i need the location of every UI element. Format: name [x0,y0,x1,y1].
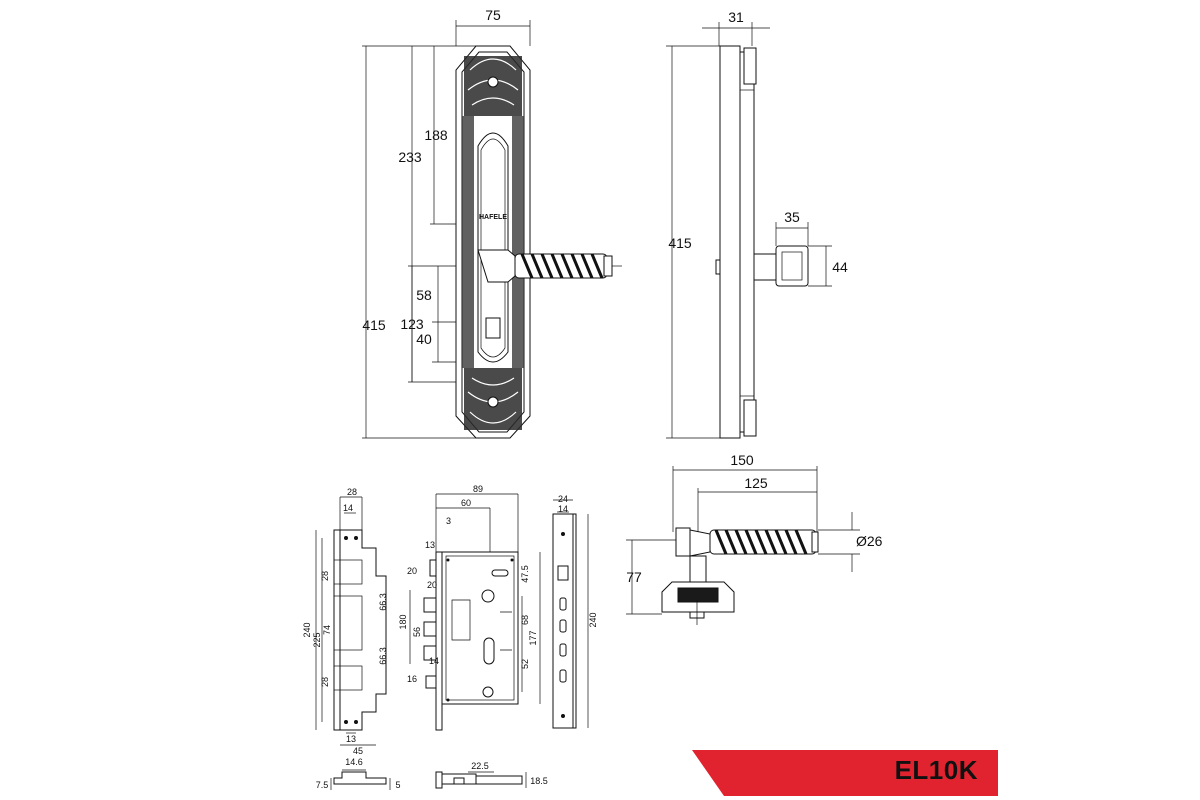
dim-lock-89: 89 [473,484,483,494]
dim-lock-3: 3 [446,516,451,526]
dim-strike-66-3a: 66.3 [378,593,388,611]
dim-strike-240: 240 [302,622,312,637]
dim-face-14: 14 [558,504,568,514]
dim-strike-74: 74 [322,625,332,635]
dim-lock-177: 177 [528,630,538,645]
dim-handle-height: 77 [626,569,642,585]
dim-spindle-height: 44 [832,259,848,275]
dim-strike-28: 28 [347,487,357,497]
dim-strike-14: 14 [343,503,353,513]
dim-handle-grip: 125 [744,475,768,491]
dim-profile-7-5: 7.5 [316,780,329,790]
dim-58: 58 [416,287,432,303]
dim-strike-28b: 28 [320,677,330,687]
dim-123: 123 [400,316,424,332]
front-view: 75 415 233 188 58 123 40 25 [362,7,622,439]
strike-plate: 28 14 28 28 66.3 66.3 240 225 74 13 45 [302,487,388,756]
face-plate: 24 14 240 [552,494,598,729]
dim-lock-20b: 20 [427,580,437,590]
dim-profile-5: 5 [395,780,400,790]
lever-handle-front [477,249,622,283]
dim-profile-14-6: 14.6 [345,757,363,767]
dim-lock-47-5: 47.5 [520,565,530,583]
brand-mark: HAFELE [479,214,507,221]
dim-front-height-415: 415 [362,317,386,333]
side-view: 31 415 35 44 [666,9,848,439]
bottom-profiles: 14.6 7.5 5 22.5 18.5 [316,757,548,790]
lock-body: 89 60 3 13 20 20 47.5 180 56 68 [398,484,541,731]
ornament-bottom [464,368,522,430]
dim-front-width: 75 [485,7,501,23]
handle-view: 150 125 Ø26 77 [626,452,883,625]
dim-side-height: 415 [668,235,692,251]
dim-strike-66-3b: 66.3 [378,647,388,665]
dim-lock-60: 60 [461,498,471,508]
dim-lock-14: 14 [429,656,439,666]
dim-face-24: 24 [558,494,568,504]
dim-lock-52: 52 [520,659,530,669]
dim-lock-20a: 20 [407,566,417,576]
dim-strike-13: 13 [346,734,356,744]
dim-lock-16: 16 [407,674,417,684]
dim-188: 188 [424,127,448,143]
dim-strike-45: 45 [353,746,363,756]
dim-233: 233 [398,149,422,165]
ornament-top [464,56,522,116]
dim-strike-28a: 28 [320,571,330,581]
dim-strike-225: 225 [312,632,322,647]
dim-handle-length: 150 [730,452,754,468]
dim-side-depth: 31 [728,9,744,25]
dim-lock-56: 56 [412,627,422,637]
dim-profile-18-5: 18.5 [530,776,548,786]
dim-40: 40 [416,331,432,347]
dim-handle-diameter: Ø26 [856,533,883,549]
dim-face-240: 240 [588,612,598,627]
model-badge [692,750,998,796]
dim-spindle-width: 35 [784,209,800,225]
dim-lock-68: 68 [520,615,530,625]
dim-profile-22-5: 22.5 [471,761,489,771]
dim-lock-180: 180 [398,614,408,629]
model-label: EL10K [894,755,978,785]
dim-lock-13: 13 [425,540,435,550]
